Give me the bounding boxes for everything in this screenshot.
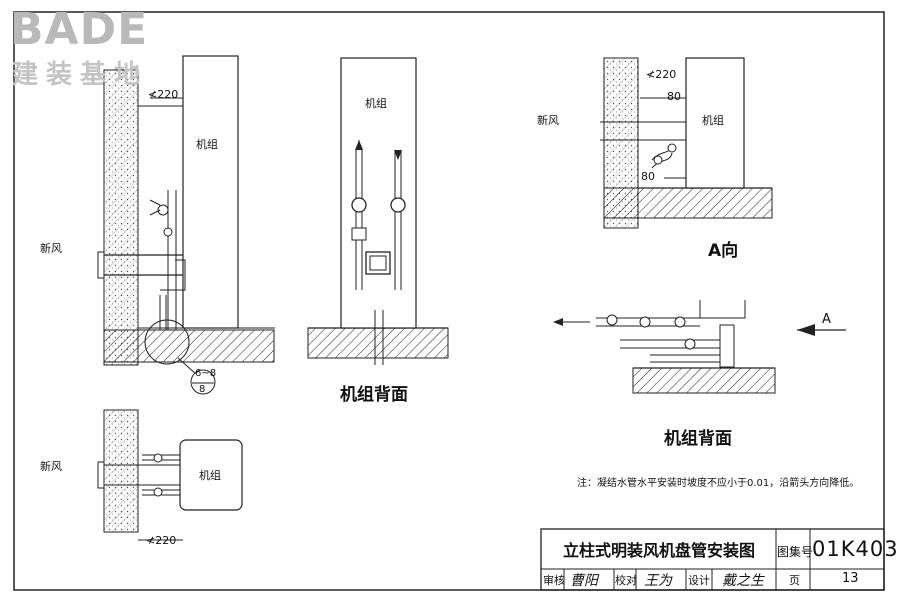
- dim-220-plan: ≮220: [146, 534, 177, 547]
- sheet-border: [13, 11, 885, 591]
- center-back-view: [307, 57, 449, 365]
- slope-denominator-label: 8: [199, 384, 206, 395]
- fan-coil-unit-side: [182, 55, 239, 329]
- atlas-number-label: 图集号: [777, 545, 814, 559]
- arrow-a-label: A: [822, 312, 831, 327]
- review-label: 审核: [543, 574, 565, 587]
- drawing-title: 立柱式明装风机盘管安装图: [562, 541, 755, 560]
- caption-view-a: A向: [708, 241, 739, 261]
- right-back-view: [553, 300, 846, 394]
- page-label: 页: [789, 574, 800, 587]
- caption-back-view-right: 机组背面: [664, 429, 732, 449]
- right-view-a: [600, 57, 773, 229]
- fresh-air-label-left: 新风: [40, 242, 62, 255]
- fan-coil-unit-plan: [179, 439, 243, 511]
- title-block-frame: [540, 528, 885, 591]
- caption-back-view-center: 机组背面: [340, 385, 408, 405]
- unit-label-plan: 机组: [199, 469, 221, 482]
- dim-220-left-top: ≮220: [148, 88, 179, 101]
- fan-coil-unit-back: [340, 57, 417, 329]
- logo-tagline-text: 建装基地: [12, 60, 149, 90]
- slope-label: 6~8: [195, 368, 217, 379]
- logo-brand-text: BADE: [10, 4, 149, 55]
- installation-note: 注：凝结水管水平安装时坡度不应小于0.01，沿箭头方向降低。: [577, 478, 860, 489]
- design-signature: 戴之生: [722, 573, 764, 589]
- design-label: 设计: [688, 574, 710, 587]
- unit-label-center: 机组: [365, 97, 387, 110]
- check-signature: 王为: [644, 573, 672, 589]
- review-signature: 曹阳: [570, 573, 598, 589]
- dim-80-bottom: 80: [641, 170, 655, 183]
- unit-label-right: 机组: [702, 114, 724, 127]
- brand-logo: BADE 建装基地: [8, 4, 178, 90]
- fresh-air-label-plan: 新风: [40, 460, 62, 473]
- dim-220-right: ≮220: [646, 68, 677, 81]
- left-plan-view: [97, 409, 243, 541]
- dim-80-top: 80: [667, 90, 681, 103]
- fresh-air-label-right: 新风: [537, 114, 559, 127]
- page-number: 13: [842, 571, 859, 586]
- atlas-number: 01K403: [812, 537, 899, 561]
- check-label: 校对: [615, 574, 637, 587]
- unit-label-left: 机组: [196, 138, 218, 151]
- fan-coil-unit-view-a: [685, 57, 745, 189]
- left-elevation-view: [97, 55, 275, 395]
